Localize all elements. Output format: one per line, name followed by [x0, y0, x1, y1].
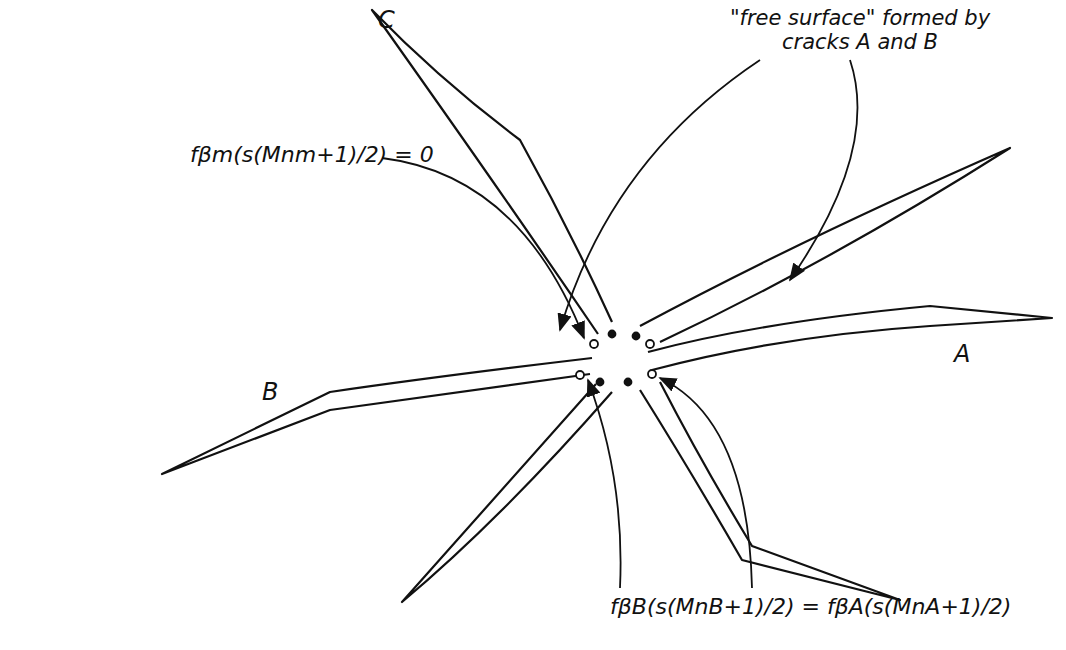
formula-label: fβB(s(MnB+1)/2) = fβA(s(MnA+1)/2) [610, 594, 1011, 619]
crack-a [648, 306, 1052, 370]
leader-line [382, 158, 584, 338]
formula-label: fβm(s(Mnm+1)/2) = 0 [190, 142, 434, 167]
filled-point [625, 379, 632, 386]
open-point [648, 370, 656, 378]
leader-line [660, 378, 752, 588]
crack-label: A [954, 340, 970, 368]
filled-point [609, 331, 616, 338]
filled-point [597, 379, 604, 386]
crack-upper-right [640, 148, 1010, 342]
filled-point [633, 333, 640, 340]
crack-lower-left [402, 384, 612, 602]
open-point [646, 340, 654, 348]
open-point [576, 371, 584, 379]
crack-lower-right [640, 382, 900, 600]
crack-label: B [262, 378, 278, 406]
crack-b [162, 358, 592, 474]
leader-line [560, 60, 760, 330]
open-point [590, 340, 598, 348]
leader-line [790, 60, 858, 280]
leader-line [588, 380, 621, 588]
note-label: "free surface" formed by cracks A and B [710, 6, 1010, 54]
crack-label: C [378, 6, 395, 34]
